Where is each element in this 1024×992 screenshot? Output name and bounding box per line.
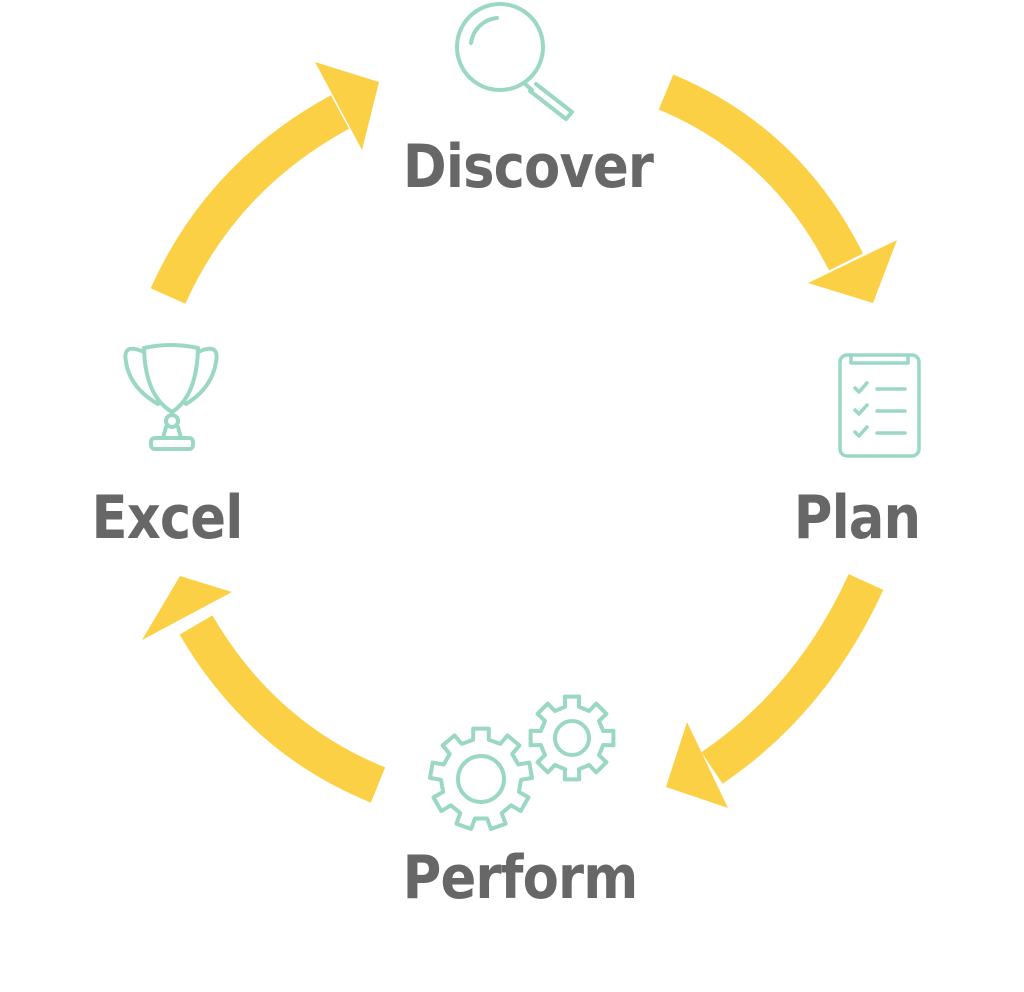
gears-icon [428, 694, 616, 831]
magnifying-glass-icon [455, 2, 574, 121]
stage-label-excel: Excel [91, 483, 244, 553]
arrow-excel-to-discover [150, 62, 379, 304]
stage-label-discover: Discover [402, 132, 654, 202]
stage-label-perform: Perform [402, 843, 639, 913]
trophy-icon [123, 343, 219, 451]
stage-label-plan: Plan [793, 483, 921, 553]
arrow-discover-to-plan [658, 74, 897, 303]
arrow-perform-to-excel [142, 576, 386, 803]
clipboard-checklist-icon [838, 353, 921, 458]
arrow-plan-to-perform [666, 574, 884, 808]
